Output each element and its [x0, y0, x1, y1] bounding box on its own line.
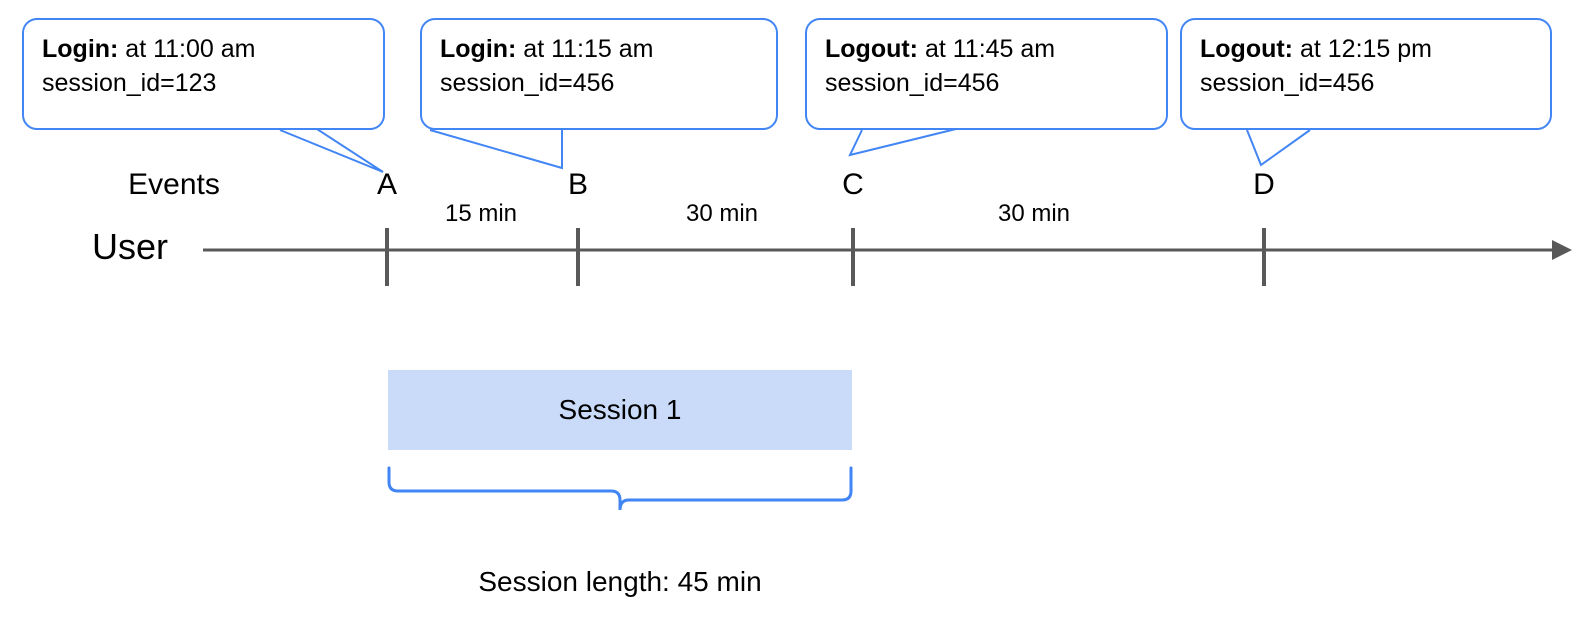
- callout-c-line-2: session_id=456: [825, 69, 1000, 97]
- marker-label-b: B: [567, 168, 589, 201]
- callout-a-line-1: Login: at 11:00 am: [42, 32, 365, 66]
- callout-box-b: Login: at 11:15 am session_id=456: [420, 18, 778, 130]
- callout-b-time: at 11:15 am: [516, 35, 654, 63]
- callout-b-line-1: Login: at 11:15 am: [440, 32, 758, 66]
- callout-a-event: Login:: [42, 35, 119, 63]
- timeline-tick-c: [851, 228, 855, 286]
- timeline-tick-d: [1262, 228, 1266, 286]
- marker-label-d: D: [1253, 168, 1275, 201]
- session-brace: [387, 466, 853, 511]
- timeline-arrowhead: [1552, 240, 1572, 260]
- timeline-tick-b: [576, 228, 580, 286]
- marker-label-a: A: [376, 168, 398, 201]
- duration-label-c-d: 30 min: [997, 200, 1071, 227]
- duration-label-b-c: 30 min: [685, 200, 759, 227]
- callout-tail-d: [1246, 129, 1311, 167]
- callout-a-time: at 11:00 am: [118, 35, 256, 63]
- callout-d-line-1: Logout: at 12:15 pm: [1200, 32, 1532, 66]
- callout-tail-c: [848, 127, 961, 157]
- timeline-tick-a: [385, 228, 389, 286]
- callout-a-line-2: session_id=123: [42, 69, 217, 97]
- callout-c-line-1: Logout: at 11:45 am: [825, 32, 1148, 66]
- callout-c-time: at 11:45 am: [918, 35, 1056, 63]
- duration-label-a-b: 15 min: [444, 200, 518, 227]
- marker-label-c: C: [842, 168, 864, 201]
- callout-c-event: Logout:: [825, 35, 919, 63]
- callout-d-line-2: session_id=456: [1200, 69, 1375, 97]
- session-length-caption: Session length: 45 min: [478, 566, 762, 597]
- session-bar-label: Session 1: [558, 394, 682, 425]
- events-row-label: Events: [128, 168, 220, 201]
- callout-box-a: Login: at 11:00 am session_id=123: [22, 18, 385, 130]
- session-bar: Session 1: [388, 370, 852, 450]
- user-row-label: User: [92, 226, 169, 267]
- callout-d-event: Logout:: [1200, 35, 1294, 63]
- callout-d-time: at 12:15 pm: [1293, 35, 1432, 63]
- callout-box-c: Logout: at 11:45 am session_id=456: [805, 18, 1168, 130]
- callout-b-line-2: session_id=456: [440, 69, 615, 97]
- callout-b-event: Login:: [440, 35, 517, 63]
- callout-box-d: Logout: at 12:15 pm session_id=456: [1180, 18, 1552, 130]
